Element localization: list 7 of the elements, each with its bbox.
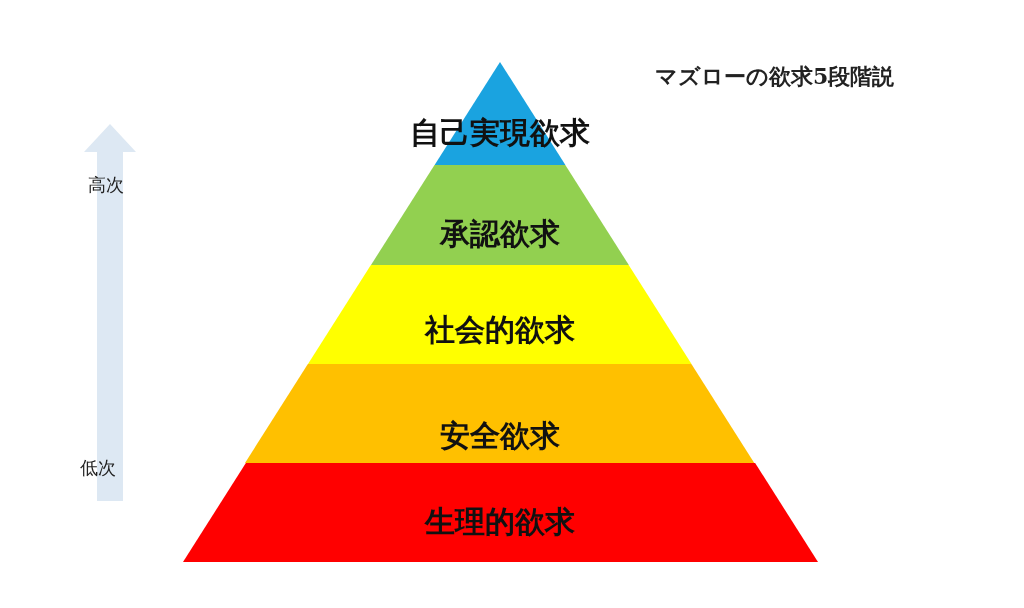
pyramid-tier: 生理的欲求 (182, 463, 818, 562)
pyramid-tier: 社会的欲求 (308, 265, 692, 364)
axis-label: 低次 (80, 456, 116, 480)
title: マズローの欲求5段階説 (655, 62, 895, 91)
axis-label: 高次 (88, 173, 124, 197)
pyramid-tier: 承認欲求 (371, 165, 629, 265)
pyramid-tier: 安全欲求 (245, 364, 755, 463)
